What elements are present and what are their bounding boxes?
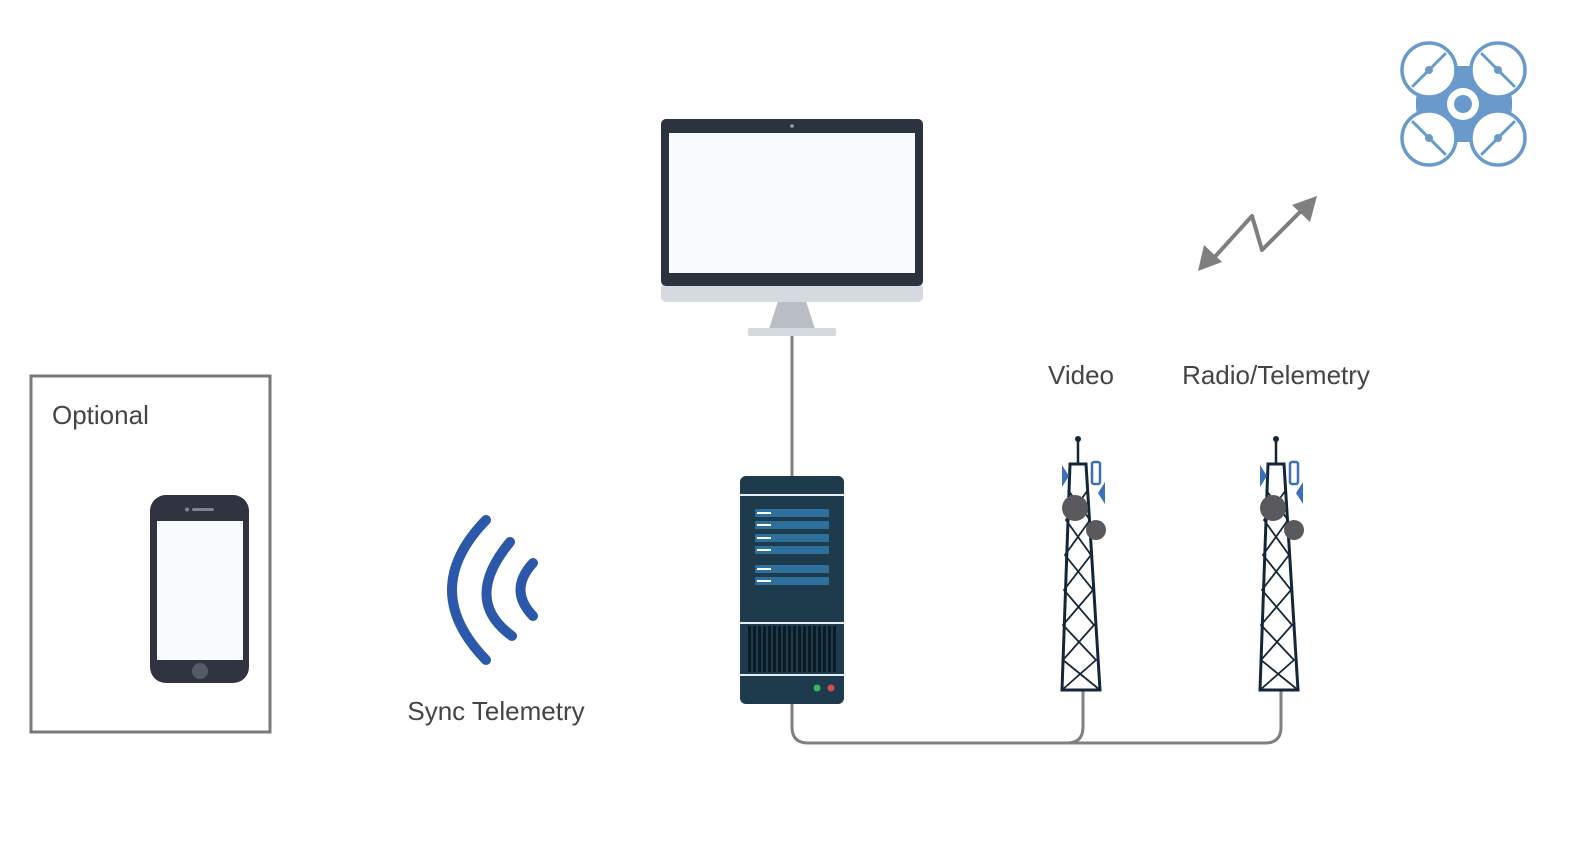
radio-link-arrow-icon [1198, 196, 1317, 271]
optional-group: Optional [29, 374, 272, 734]
desktop-monitor-icon [661, 119, 923, 336]
video-label: Video [1048, 360, 1114, 390]
server-drive-slots [755, 509, 829, 585]
server-slot-ticks [757, 512, 771, 582]
server-tower-icon [740, 476, 844, 704]
drone-icon [1400, 41, 1527, 167]
optional-label: Optional [52, 400, 149, 430]
optional-frame [29, 374, 272, 734]
server-vent [748, 626, 836, 672]
cell-tower-icon [1060, 436, 1106, 692]
radio-telemetry-label: Radio/Telemetry [1182, 360, 1370, 390]
cell-tower-icon [1258, 436, 1304, 692]
wireless-signal-icon [447, 515, 538, 665]
server-tower-cable [790, 690, 1283, 745]
connectors [790, 336, 1283, 745]
sync-telemetry-label: Sync Telemetry [407, 696, 584, 726]
smartphone-icon [150, 495, 249, 683]
video-tower-cable [1066, 690, 1085, 745]
